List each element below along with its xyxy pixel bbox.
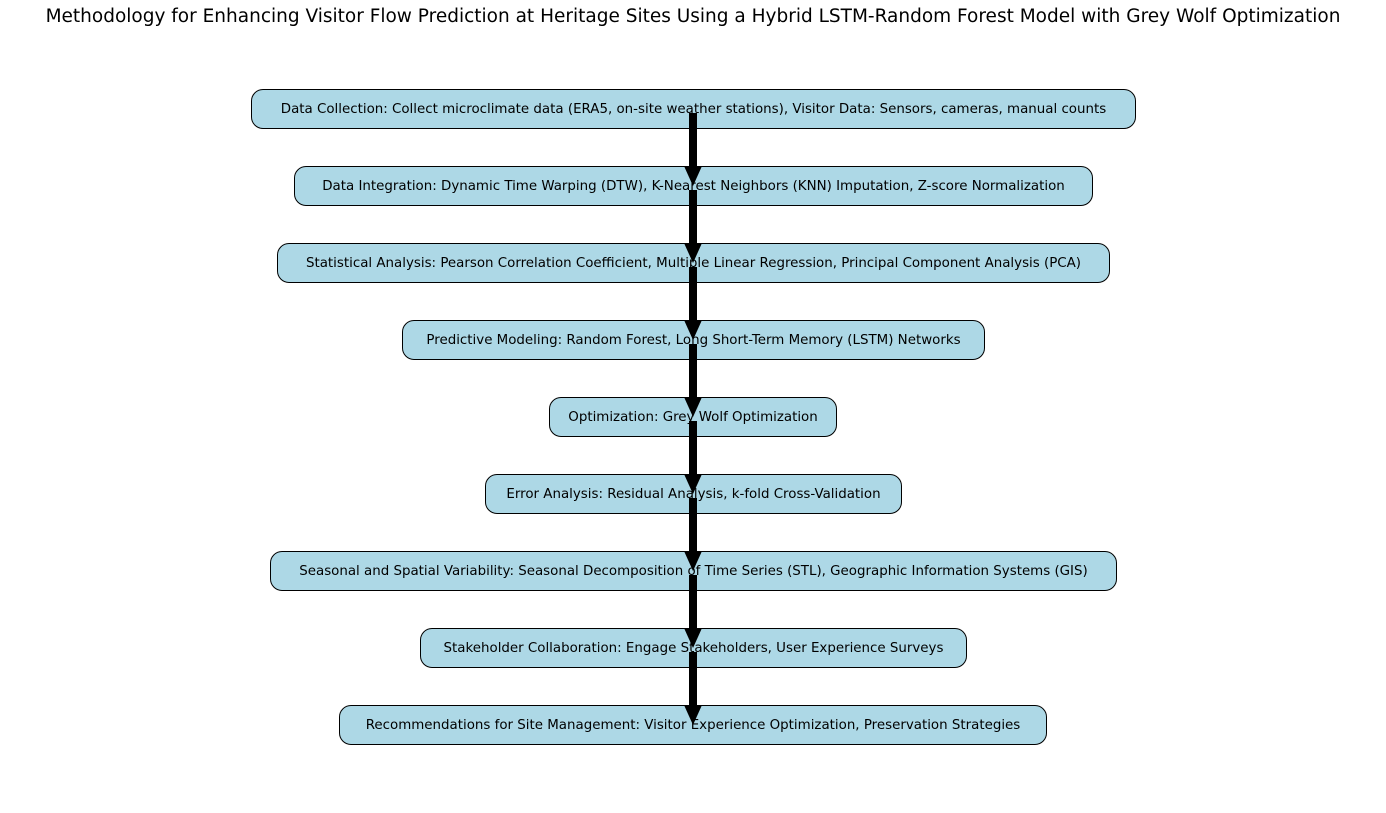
step-data-collection: Data Collection: Collect microclimate da… <box>251 89 1136 129</box>
step-recommendations: Recommendations for Site Management: Vis… <box>339 705 1047 745</box>
step-optimization: Optimization: Grey Wolf Optimization <box>549 397 837 437</box>
step-seasonal-spatial-variability: Seasonal and Spatial Variability: Season… <box>270 551 1117 591</box>
diagram-title: Methodology for Enhancing Visitor Flow P… <box>45 6 1341 27</box>
step-data-integration: Data Integration: Dynamic Time Warping (… <box>294 166 1093 206</box>
step-predictive-modeling: Predictive Modeling: Random Forest, Long… <box>402 320 985 360</box>
step-error-analysis: Error Analysis: Residual Analysis, k-fol… <box>485 474 902 514</box>
step-stakeholder-collaboration: Stakeholder Collaboration: Engage Stakeh… <box>420 628 967 668</box>
step-statistical-analysis: Statistical Analysis: Pearson Correlatio… <box>277 243 1110 283</box>
